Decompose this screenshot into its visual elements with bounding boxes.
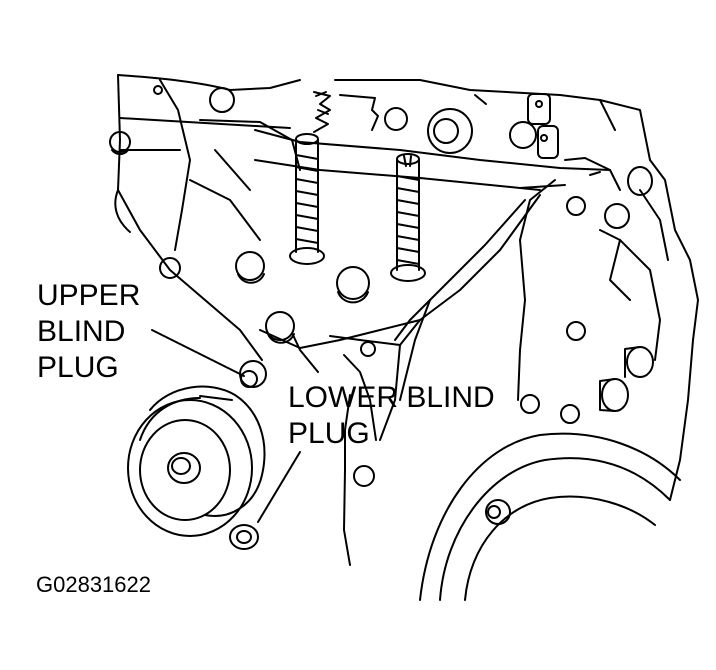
timing-cover-edges (259, 179, 556, 566)
bolt-3 (235, 251, 265, 284)
bolt-4 (336, 266, 370, 304)
right-housing (589, 166, 654, 412)
engine-block-outline (114, 74, 699, 501)
lower-label-line2: PLUG (288, 417, 370, 450)
lower-plug-leader-1 (292, 334, 319, 373)
bolt-12 (360, 341, 376, 357)
upper-label-line1: UPPER (37, 279, 141, 312)
idler-pulley (127, 385, 266, 537)
figure-id: G02831622 (36, 572, 151, 597)
bolt-11 (353, 465, 375, 487)
upper-plug-leader (151, 329, 245, 377)
crank-pulley (419, 432, 681, 601)
upper-blind-plug-label: UPPER BLIND PLUG (37, 278, 140, 386)
lower-plug-leader-2 (257, 451, 301, 523)
threaded-stud-right (390, 153, 426, 282)
bolt-8 (566, 321, 586, 341)
bolt-1 (109, 131, 131, 155)
upper-blind-plug-shape (239, 360, 267, 388)
upper-label-line3: PLUG (37, 351, 119, 384)
lower-blind-plug-shape (229, 524, 259, 550)
threaded-stud-left (289, 133, 325, 265)
lower-label-line1: LOWER BLIND (288, 381, 495, 414)
lower-blind-plug-label: LOWER BLIND PLUG (288, 380, 495, 452)
upper-label-line2: BLIND (37, 315, 126, 348)
bolt-6 (566, 196, 586, 216)
bolt-9 (520, 394, 540, 414)
bolt-10 (560, 404, 580, 424)
top-fittings (153, 85, 559, 159)
bolt-7 (604, 203, 630, 229)
bolt-2 (159, 257, 181, 279)
leader-lines (151, 329, 319, 523)
bolts (109, 131, 630, 487)
